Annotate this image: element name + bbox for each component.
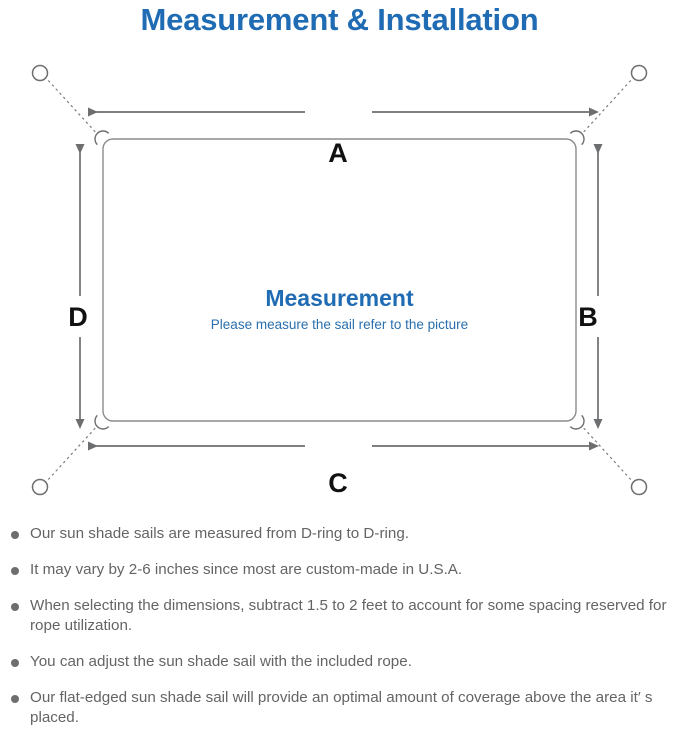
dimension-label-c: C bbox=[328, 468, 348, 498]
page-title: Measurement & Installation bbox=[140, 2, 539, 37]
list-item-text: Our sun shade sails are measured from D-… bbox=[30, 525, 409, 542]
bullet-icon bbox=[11, 695, 19, 703]
bullet-icon bbox=[11, 531, 19, 539]
list-item-text: When selecting the dimensions, subtract … bbox=[30, 597, 667, 634]
anchor-ring-bottom-right bbox=[630, 478, 648, 496]
dimension-label-b: B bbox=[578, 302, 598, 332]
d-ring-top-left bbox=[94, 130, 110, 146]
sail-body bbox=[102, 138, 577, 422]
bullet-icon bbox=[11, 603, 19, 611]
d-ring-bottom-left bbox=[94, 414, 110, 430]
notes-list: Our sun shade sails are measured from D-… bbox=[0, 524, 679, 744]
diagram-svg bbox=[31, 64, 648, 496]
anchor-ring-top-left bbox=[31, 64, 49, 82]
list-item: When selecting the dimensions, subtract … bbox=[0, 596, 679, 636]
rope-line-top-left bbox=[45, 77, 100, 137]
rope-line-bottom-left bbox=[45, 423, 100, 483]
d-ring-bottom-right bbox=[569, 414, 585, 430]
bullet-icon bbox=[11, 567, 19, 575]
list-item: Our flat-edged sun shade sail will provi… bbox=[0, 688, 679, 728]
d-ring-top-right bbox=[569, 130, 585, 146]
bullet-icon bbox=[11, 659, 19, 667]
rope-line-bottom-right bbox=[579, 423, 634, 483]
list-item-text: Our flat-edged sun shade sail will provi… bbox=[30, 689, 653, 726]
list-item: Our sun shade sails are measured from D-… bbox=[0, 524, 679, 544]
list-item: It may vary by 2-6 inches since most are… bbox=[0, 560, 679, 580]
list-item-text: It may vary by 2-6 inches since most are… bbox=[30, 561, 463, 578]
sail-measurement-diagram: Measurement Please measure the sail refe… bbox=[0, 46, 679, 516]
dimension-label-d: D bbox=[68, 302, 88, 332]
rope-line-top-right bbox=[579, 77, 634, 137]
list-item-text: You can adjust the sun shade sail with t… bbox=[30, 653, 412, 670]
dimension-label-a: A bbox=[328, 138, 348, 168]
anchor-ring-top-right bbox=[630, 64, 648, 82]
anchor-ring-bottom-left bbox=[31, 478, 49, 496]
list-item: You can adjust the sun shade sail with t… bbox=[0, 652, 679, 672]
